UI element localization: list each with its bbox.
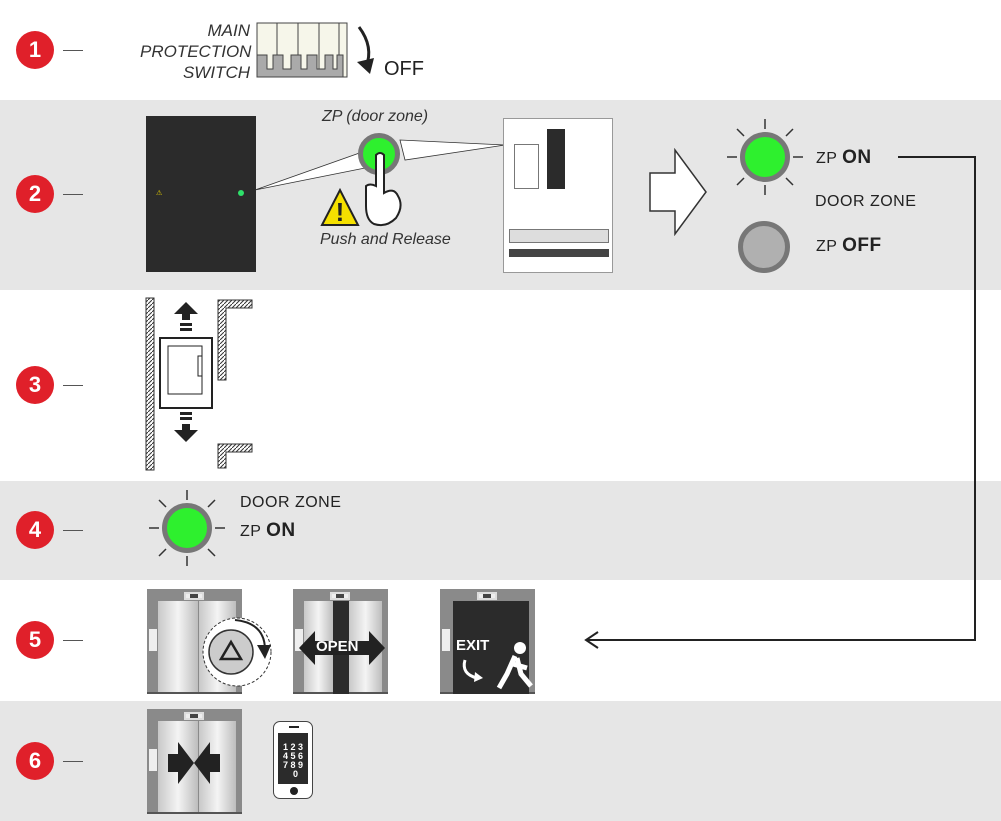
zp-led-on <box>740 132 790 182</box>
divider <box>63 530 83 531</box>
floor-indicator <box>184 592 204 600</box>
push-release-instruction: Push and Release <box>320 231 451 248</box>
car-shaft-movement-icon <box>145 297 253 471</box>
door-left <box>158 601 198 692</box>
label-line: MAIN <box>207 21 251 40</box>
keypad-screen: 1 2 3 4 5 6 7 8 9 0 <box>278 733 308 784</box>
zoom-callout-lines <box>254 139 506 191</box>
zp-on-label: ZP ON <box>240 520 296 542</box>
on-text: ON <box>842 147 872 168</box>
controller-cabinet: ⚠ <box>146 116 256 272</box>
led-indicator <box>238 190 244 196</box>
divider <box>63 761 83 762</box>
home-button <box>290 787 298 795</box>
divider <box>63 385 83 386</box>
flow-connector-arrow <box>584 156 976 649</box>
zp-led-on <box>162 503 212 553</box>
close-arrows-icon <box>168 742 220 784</box>
on-text: ON <box>266 520 296 541</box>
divider <box>63 194 83 195</box>
zp-prefix: ZP <box>816 150 838 167</box>
step-badge: 3 <box>16 366 54 404</box>
exit-label: EXIT <box>456 637 490 654</box>
call-panel <box>295 629 303 651</box>
label-line: SWITCH <box>182 63 250 82</box>
svg-text:!: ! <box>336 197 345 227</box>
button-panel <box>547 129 565 189</box>
open-button-callout-icon <box>202 617 272 687</box>
off-text: OFF <box>842 235 882 256</box>
door-zone-label: DOOR ZONE <box>240 494 342 511</box>
step-badge: 2 <box>16 175 54 213</box>
hand-push-icon: ! <box>320 152 402 227</box>
inverter <box>514 144 539 189</box>
exit-person-icon <box>462 642 533 690</box>
speaker <box>289 726 299 728</box>
terminal-block <box>509 249 609 257</box>
off-label: OFF <box>384 58 424 80</box>
call-panel <box>442 629 450 651</box>
zp-led-off <box>738 221 790 273</box>
next-arrow-icon <box>649 148 707 236</box>
divider <box>63 50 83 51</box>
call-panel <box>149 629 157 651</box>
open-arrow-icon <box>299 631 385 665</box>
smartphone-keypad: 1 2 3 4 5 6 7 8 9 0 <box>273 721 313 799</box>
call-panel <box>149 749 157 771</box>
light-rays-icon <box>149 490 225 566</box>
label-line: PROTECTION <box>140 42 252 61</box>
floor-indicator <box>330 592 350 600</box>
step-badge: 6 <box>16 742 54 780</box>
step-badge: 1 <box>16 31 54 69</box>
floor-indicator <box>477 592 497 600</box>
warning-icon: ⚠ <box>156 190 163 197</box>
light-rays-icon <box>727 119 803 195</box>
floor-indicator <box>184 712 204 720</box>
breaker-switch-icon <box>256 22 374 78</box>
divider <box>63 640 83 641</box>
main-switch-label: MAIN PROTECTION SWITCH <box>140 20 252 83</box>
zp-prefix: ZP <box>816 238 838 255</box>
zp-prefix: ZP <box>240 523 262 540</box>
open-label: OPEN <box>316 638 359 655</box>
step-badge: 4 <box>16 511 54 549</box>
zp-on-label: ZP ON <box>816 147 872 169</box>
control-panel-image <box>503 118 613 273</box>
zp-off-label: ZP OFF <box>816 235 882 257</box>
door-zone-label: DOOR ZONE <box>815 193 917 210</box>
zp-button-label: ZP (door zone) <box>322 108 429 125</box>
terminal-rail <box>509 229 609 243</box>
elevator-door-closing <box>147 709 242 814</box>
step-badge: 5 <box>16 621 54 659</box>
